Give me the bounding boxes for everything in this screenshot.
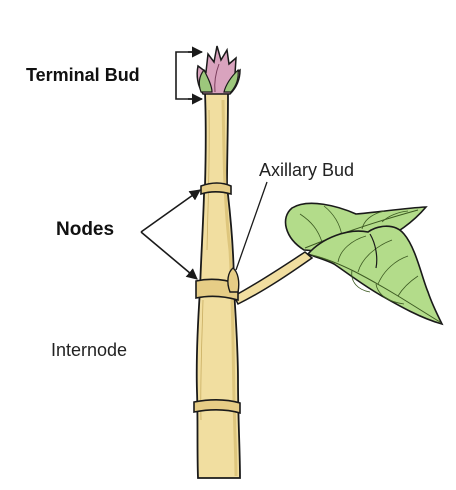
axillary-bud — [227, 267, 240, 293]
terminal-bud-label: Terminal Bud — [26, 65, 140, 85]
terminal-bud-bracket — [175, 51, 199, 100]
upper-node — [200, 182, 232, 196]
internode-label: Internode — [51, 340, 128, 360]
terminal-bud — [196, 45, 241, 95]
nodes-pointer-lower — [140, 231, 198, 280]
front-leaf — [306, 225, 444, 326]
base-node — [193, 399, 241, 415]
axillary-bud-pointer — [235, 181, 268, 271]
nodes-pointer-upper — [140, 189, 201, 233]
nodes-label: Nodes — [56, 219, 115, 240]
axillary-bud-label: Axillary Bud — [259, 160, 355, 180]
petiole — [233, 251, 314, 306]
